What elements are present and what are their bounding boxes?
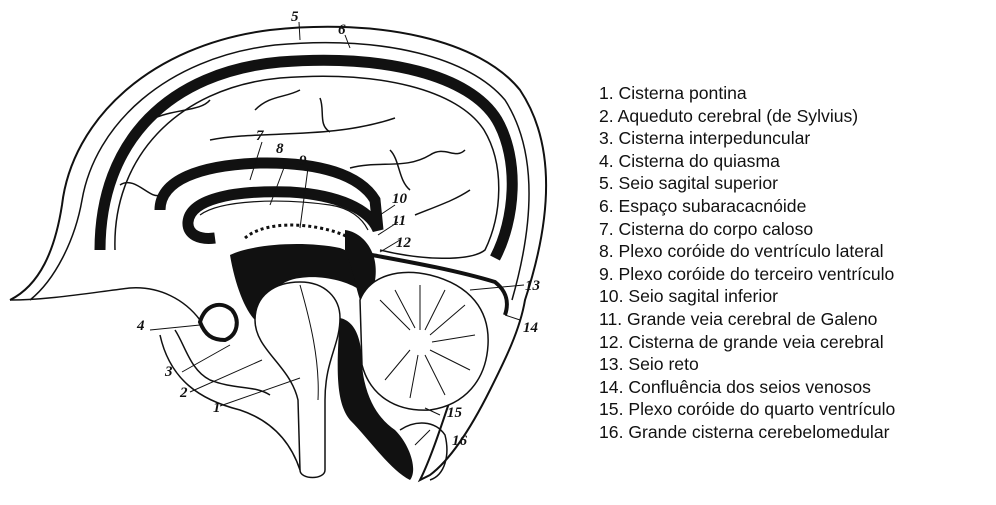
legend-item: 7. Cisterna do corpo caloso bbox=[599, 218, 994, 241]
label-8: 8 bbox=[276, 141, 284, 157]
chiasma-area bbox=[200, 305, 237, 340]
label-12: 12 bbox=[396, 235, 412, 251]
sulcus bbox=[415, 190, 470, 215]
choroid-plexus bbox=[245, 225, 360, 245]
label-16: 16 bbox=[452, 433, 468, 449]
legend-item: 15. Plexo coróide do quarto ventrículo bbox=[599, 398, 994, 421]
sulcus bbox=[255, 90, 300, 110]
legend-item: 2. Aqueduto cerebral (de Sylvius) bbox=[599, 105, 994, 128]
sulcus bbox=[210, 118, 395, 140]
legend-item: 4. Cisterna do quiasma bbox=[599, 150, 994, 173]
legend-item: 14. Confluência dos seios venosos bbox=[599, 376, 994, 399]
legend-item: 8. Plexo coróide do ventrículo lateral bbox=[599, 240, 994, 263]
label-5: 5 bbox=[291, 9, 299, 25]
legend-item: 16. Grande cisterna cerebelomedular bbox=[599, 421, 994, 444]
label-7: 7 bbox=[256, 128, 264, 144]
legend-item: 13. Seio reto bbox=[599, 353, 994, 376]
legend-item: 12. Cisterna de grande veia cerebral bbox=[599, 331, 994, 354]
label-6: 6 bbox=[338, 22, 346, 38]
label-3: 3 bbox=[164, 364, 173, 380]
legend-item: 3. Cisterna interpeduncular bbox=[599, 127, 994, 150]
legend-item: 9. Plexo coróide do terceiro ventrículo bbox=[599, 263, 994, 286]
label-11: 11 bbox=[392, 213, 406, 229]
brain-sagittal-diagram: 1 2 3 4 5 6 7 8 9 10 11 12 13 14 15 16 bbox=[0, 0, 590, 505]
label-13: 13 bbox=[525, 278, 541, 294]
legend-item: 1. Cisterna pontina bbox=[599, 82, 994, 105]
legend-item: 11. Grande veia cerebral de Galeno bbox=[599, 308, 994, 331]
label-9: 9 bbox=[299, 153, 307, 169]
sulcus bbox=[320, 98, 330, 132]
legend-list: 1. Cisterna pontina 2. Aqueduto cerebral… bbox=[599, 82, 994, 444]
sulcus bbox=[350, 150, 465, 168]
sulcus bbox=[390, 150, 410, 190]
legend-item: 10. Seio sagital inferior bbox=[599, 285, 994, 308]
label-14: 14 bbox=[523, 320, 539, 336]
label-1: 1 bbox=[213, 400, 221, 416]
cerebellum bbox=[360, 272, 488, 410]
label-10: 10 bbox=[392, 191, 408, 207]
label-4: 4 bbox=[136, 318, 145, 334]
label-15: 15 bbox=[447, 405, 463, 421]
brainstem bbox=[255, 282, 340, 478]
legend-item: 6. Espaço subaracacnóide bbox=[599, 195, 994, 218]
legend-item: 5. Seio sagital superior bbox=[599, 172, 994, 195]
label-2: 2 bbox=[179, 385, 188, 401]
